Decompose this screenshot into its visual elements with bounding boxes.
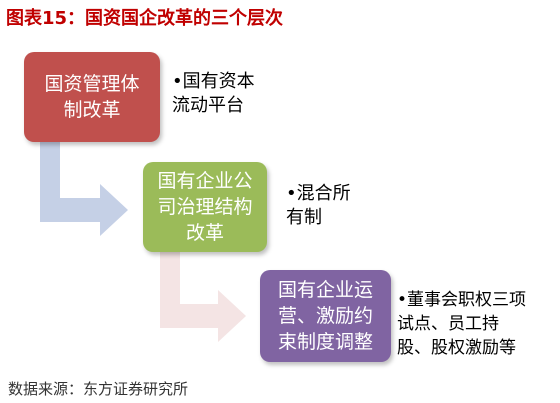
note-mixed-ownership: •混合所 有制 (286, 182, 351, 230)
level-box-1-line-1: 国资管理体 (44, 73, 140, 95)
note-2-line-2: 有制 (286, 207, 322, 228)
note-3-line-3: 股、股权激励等 (397, 338, 516, 358)
level-box-2-line-2: 司治理结构 (157, 196, 253, 218)
level-box-1-line-2: 制改革 (63, 99, 121, 121)
note-3-line-1: •董事会职权三项 (397, 290, 527, 310)
level-box-2-line-1: 国有企业公 (157, 170, 253, 192)
note-1-line-1: •国有资本 (172, 71, 255, 92)
level-box-corporate-governance: 国有企业公 司治理结构 改革 (143, 162, 267, 252)
level-box-operations-incentives: 国有企业运 营、激励约 束制度调整 (260, 270, 391, 362)
level-box-state-asset-management: 国资管理体 制改革 (24, 52, 160, 142)
note-2-line-1: •混合所 (286, 183, 351, 204)
flow-arrow-2 (160, 252, 246, 342)
level-box-2-line-3: 改革 (185, 222, 224, 244)
level-box-3-line-1: 国有企业运 (277, 279, 373, 301)
note-3-line-2: 试点、员工持 (397, 314, 499, 334)
level-box-3-line-2: 营、激励约 (277, 305, 373, 327)
page-title: 图表15：国资国企改革的三个层次 (6, 8, 284, 29)
level-box-3-line-3: 束制度调整 (277, 331, 373, 353)
note-1-line-2: 流动平台 (172, 95, 244, 116)
note-board-pilot-esop: •董事会职权三项 试点、员工持 股、股权激励等 (397, 288, 526, 360)
flow-arrow-1 (40, 142, 128, 236)
note-capital-flow-platform: •国有资本 流动平台 (172, 70, 255, 118)
data-source: 数据来源：东方证券研究所 (8, 380, 189, 398)
